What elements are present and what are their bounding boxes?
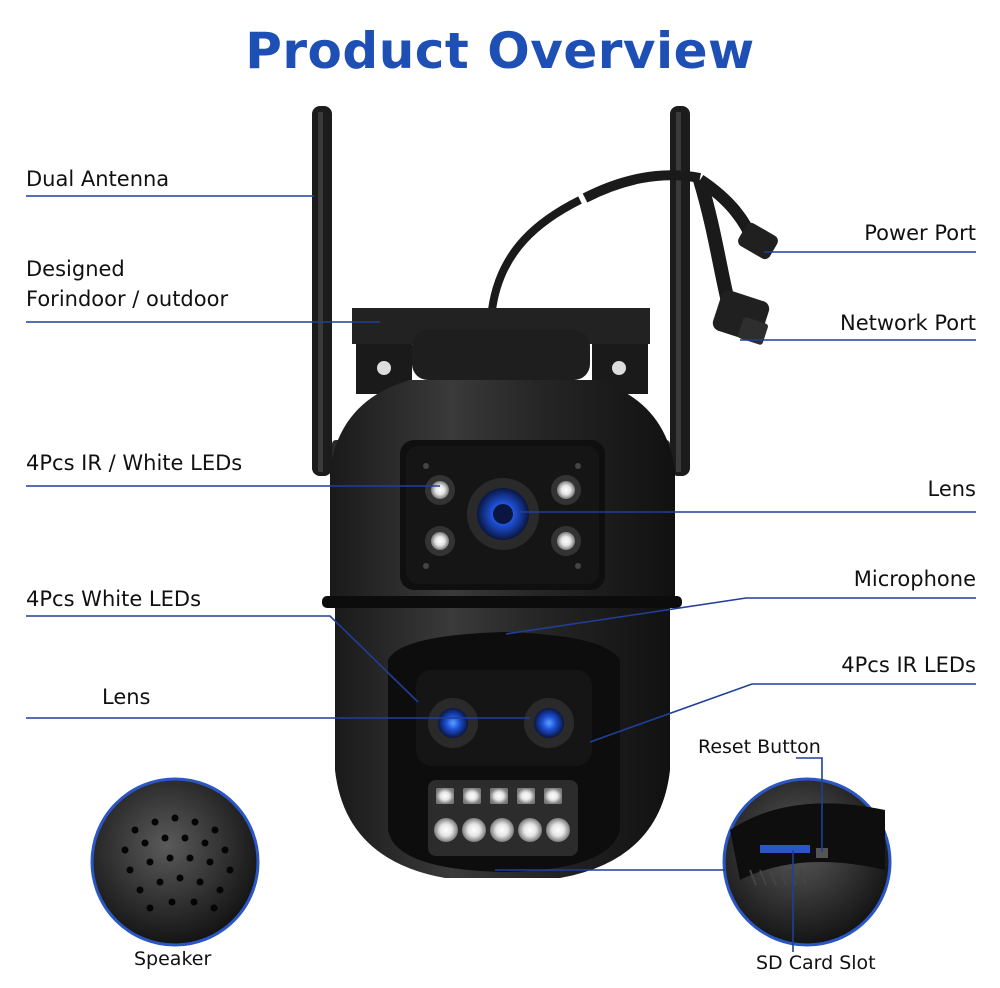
label-ir-white-leds: 4Pcs IR / White LEDs [26,451,243,475]
label-microphone: Microphone [853,567,976,591]
label-power-port: Power Port [864,221,976,245]
label-white-leds: 4Pcs White LEDs [26,587,202,611]
label-designed-line1: Designed [26,257,125,281]
label-dual-antenna: Dual Antenna [26,167,170,191]
camera-upper-housing [330,380,675,600]
label-reset-button: Reset Button [698,736,821,758]
camera-lower-dome [335,608,670,878]
speaker-inset [90,777,260,947]
page-title: Product Overview [245,22,755,80]
label-lens-left: Lens [102,685,151,709]
mounting-bracket [352,308,650,394]
label-speaker: Speaker [134,948,212,970]
antenna-left [312,106,354,476]
cable-connectors [488,170,778,345]
label-sd-card-slot: SD Card Slot [756,952,876,974]
label-ir-leds: 4Pcs IR LEDs [841,653,976,677]
sd-reset-inset [722,777,892,947]
label-designed-line2: Forindoor / outdoor [26,287,229,311]
leader-lines [26,195,976,952]
label-lens-right: Lens [927,477,976,501]
label-network-port: Network Port [840,311,976,335]
